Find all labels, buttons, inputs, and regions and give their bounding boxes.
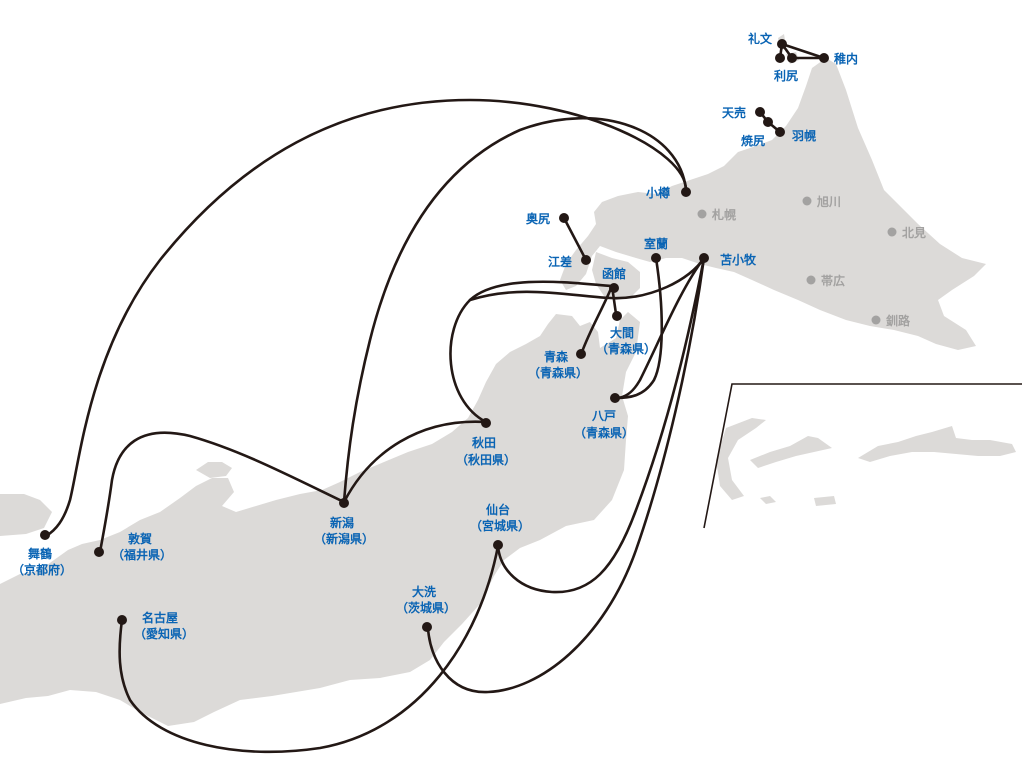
port-dot-muroran[interactable] (651, 253, 661, 263)
port-dot-tomakomai[interactable] (699, 253, 709, 263)
port-label-aomori: 青森 (544, 349, 569, 364)
port-label-otaru: 小樽 (646, 185, 670, 200)
port-label-tsuruga: 敦賀 (128, 531, 152, 546)
route-akita-niigata[interactable] (342, 420, 488, 504)
port-label-okushiri: 奥尻 (526, 211, 550, 226)
port-label-esashi: 江差 (548, 254, 572, 269)
route-tomakomai-hachinohe[interactable] (614, 256, 706, 400)
city-labels: 札幌 旭川 北見 帯広 釧路 (711, 194, 926, 328)
port-label-sendai-pref: （宮城県） (470, 518, 530, 533)
port-markers (40, 39, 829, 632)
route-otaru-niigata[interactable] (342, 116, 688, 504)
city-dot-sapporo (697, 209, 707, 219)
port-label-rebun: 礼文 (748, 31, 773, 46)
city-label-sapporo: 札幌 (711, 207, 736, 222)
port-label-oarai: 大洗 (412, 584, 436, 599)
route-tomakomai-sendai[interactable] (496, 256, 706, 594)
port-dot-wakkanai[interactable] (819, 53, 829, 63)
city-dot-kitami (887, 227, 897, 237)
port-labels: 礼文 稚内 利尻 天売 焼尻 羽幌 小樽 奥尻 江差 室蘭 苫小牧 函館 大間 … (12, 31, 858, 641)
port-dot-tsuruga[interactable] (94, 547, 104, 557)
port-label-aomori-pref: （青森県） (528, 365, 588, 380)
port-label-tsuruga-pref: （福井県） (112, 547, 172, 562)
port-label-nagoya: 名古屋 (142, 610, 178, 625)
port-dot-haboro[interactable] (775, 127, 785, 137)
city-label-kitami: 北見 (902, 225, 926, 240)
port-dot-nagoya[interactable] (117, 615, 127, 625)
port-label-hachinohe: 八戸 (591, 409, 616, 423)
route-hakodate-aomori[interactable] (580, 284, 614, 354)
port-dot-aomori[interactable] (576, 349, 586, 359)
port-dot-hachinohe[interactable] (610, 393, 620, 403)
port-label-hakodate: 函館 (602, 266, 626, 281)
port-label-rishiri: 利尻 (774, 68, 798, 83)
port-label-muroran: 室蘭 (644, 236, 668, 251)
port-label-wakkanai: 稚内 (834, 51, 858, 66)
port-label-sendai: 仙台 (486, 502, 510, 517)
port-dot-hakodate[interactable] (609, 283, 619, 293)
route-sendai-nagoya[interactable] (118, 544, 500, 754)
port-dot-teuri[interactable] (755, 107, 765, 117)
city-dot-asahikawa (802, 196, 812, 206)
port-dot-otaru[interactable] (681, 187, 691, 197)
route-okushiri-esashi[interactable] (562, 216, 588, 262)
landmass (0, 34, 1016, 726)
port-label-tomakomai: 苫小牧 (720, 252, 757, 267)
city-markers (697, 196, 897, 325)
port-label-akita: 秋田 (472, 435, 496, 450)
port-label-niigata: 新潟 (330, 515, 354, 530)
city-dot-kushiro (871, 315, 881, 325)
port-dot-niigata[interactable] (339, 498, 349, 508)
port-dot-rishiri-b[interactable] (787, 53, 797, 63)
port-label-haboro: 羽幌 (792, 128, 816, 143)
city-label-asahikawa: 旭川 (816, 194, 841, 209)
port-dot-okushiri[interactable] (559, 213, 569, 223)
port-label-oarai-pref: （茨城県） (396, 600, 456, 615)
port-label-oma-pref: （青森県） (596, 341, 656, 356)
port-dot-oma[interactable] (612, 311, 622, 321)
city-label-kushiro: 釧路 (885, 313, 911, 328)
port-dot-rebun[interactable] (777, 39, 787, 49)
port-label-teuri: 天売 (722, 105, 746, 120)
port-dot-akita[interactable] (481, 418, 491, 428)
port-dot-maizuru[interactable] (40, 530, 50, 540)
port-dot-rishiri-a[interactable] (775, 53, 785, 63)
city-label-obihiro: 帯広 (821, 273, 845, 288)
route-tomakomai-oarai[interactable] (426, 256, 706, 694)
port-label-maizuru-pref: （京都府） (12, 562, 72, 577)
port-label-nagoya-pref: （愛知県） (134, 626, 194, 641)
inset-frame (703, 383, 1022, 529)
port-label-yagishiri: 焼尻 (741, 133, 765, 148)
route-muroran-hachinohe[interactable] (614, 256, 664, 400)
port-label-oma: 大間 (610, 325, 634, 340)
route-rebun-wakkanai[interactable] (780, 42, 826, 60)
port-dot-esashi[interactable] (581, 255, 591, 265)
route-tomakomai-akita[interactable] (468, 256, 706, 302)
port-label-akita-pref: （秋田県） (456, 452, 516, 467)
port-dot-sendai[interactable] (493, 540, 503, 550)
port-dot-yagishiri[interactable] (763, 117, 773, 127)
port-dot-oarai[interactable] (422, 622, 432, 632)
port-label-niigata-pref: （新潟県） (314, 531, 374, 546)
city-dot-obihiro (806, 275, 816, 285)
port-label-maizuru: 舞鶴 (27, 546, 52, 561)
port-label-hachinohe-pref: （青森県） (574, 425, 634, 440)
route-niigata-tsuruga[interactable] (98, 431, 346, 554)
ferry-routes (44, 42, 826, 754)
